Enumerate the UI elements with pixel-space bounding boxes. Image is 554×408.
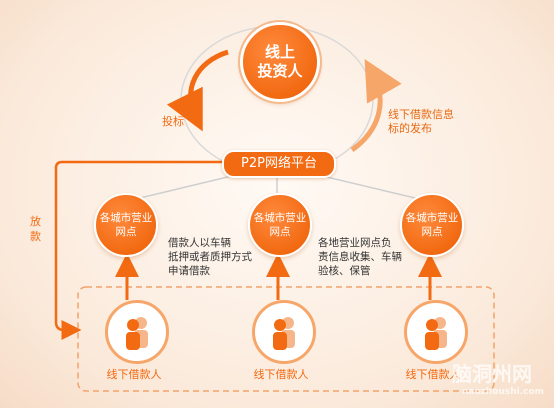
investor-node: 线上 投资人	[238, 20, 322, 104]
publish-label-line2: 标的发布	[388, 122, 432, 135]
branch-2-line1: 各城市营业	[253, 212, 307, 224]
watermark-title: 脑洞州网	[452, 362, 532, 386]
p2p-platform-node: P2P网络平台	[222, 150, 336, 178]
borrower-avatar-1	[105, 300, 169, 364]
connector-branch-3	[313, 173, 416, 199]
investor-line2: 投资人	[257, 62, 303, 80]
publish-arrow	[350, 58, 402, 153]
borrower-avatar-3	[404, 300, 468, 364]
collateral-note-line3: 申请借款	[168, 265, 210, 277]
person-pair-icon	[126, 317, 148, 350]
branch-node-2: 各城市营业 网点	[248, 193, 312, 257]
person-pair-icon	[273, 317, 295, 350]
disburse-label: 放 款	[30, 215, 41, 243]
branch-node-3: 各城市营业 网点	[400, 193, 464, 257]
verification-note-line2: 责信息收集、车辆	[318, 251, 402, 263]
collateral-note-line2: 抵押或者质押方式	[168, 251, 252, 263]
borrower-label-2: 线下借款人	[253, 368, 309, 381]
verification-note-line1: 各地营业网点负	[318, 237, 392, 249]
disburse-path	[54, 160, 222, 340]
invest-arrow	[166, 49, 229, 132]
investor-line1: 线上	[264, 43, 295, 61]
branch-node-1: 各城市营业 网点	[94, 193, 158, 257]
branch-1-line2: 网点	[115, 226, 137, 238]
collateral-note: 借款人以车辆 抵押或者质押方式 申请借款	[168, 236, 252, 278]
publish-label: 线下借款信息 标的发布	[388, 108, 454, 136]
publish-label-line1: 线下借款信息	[388, 108, 454, 121]
branch-3-line2: 网点	[421, 226, 443, 238]
verification-note-line3: 验核、保管	[318, 265, 371, 277]
collateral-note-line1: 借款人以车辆	[168, 237, 231, 249]
branch-1-line1: 各城市营业	[99, 212, 153, 224]
borrower-label-3: 线下借款人	[405, 368, 461, 381]
branch-2-line2: 网点	[269, 226, 291, 238]
borrower-area	[77, 286, 495, 392]
borrower-avatar-2	[252, 300, 316, 364]
borrower-label-1: 线下借款人	[106, 368, 162, 381]
invest-label: 投标	[162, 115, 184, 128]
verification-note: 各地营业网点负 责信息收集、车辆 验核、保管	[318, 236, 402, 278]
branch-3-line1: 各城市营业	[405, 212, 459, 224]
watermark-url: naozhoushi.com	[462, 387, 545, 397]
connector-branch-1	[139, 173, 241, 199]
person-pair-icon	[425, 317, 447, 350]
watermark: 脑洞州网 naozhoushi.com	[452, 362, 552, 406]
